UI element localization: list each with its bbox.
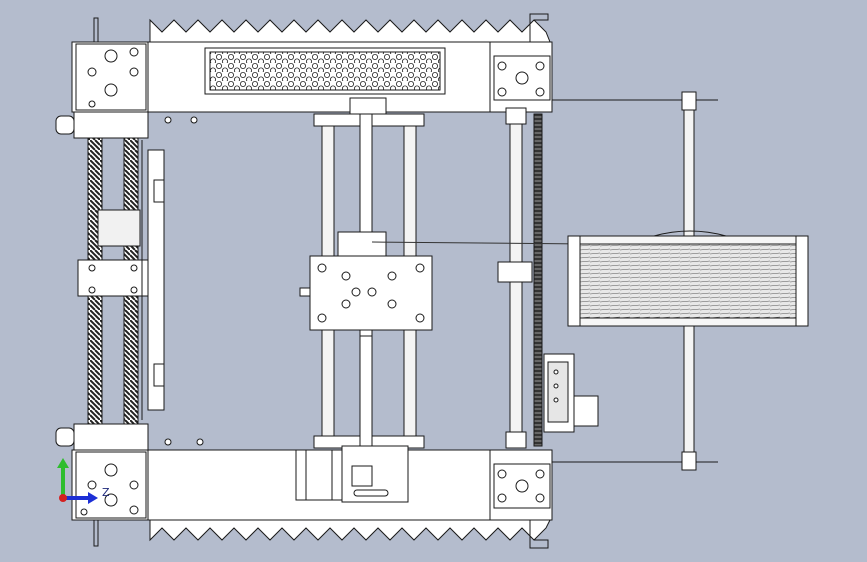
print-head-carriage (299, 231, 433, 337)
power-supply-unit (204, 47, 446, 95)
filament-spool (567, 230, 809, 327)
right-bottom-bracket (529, 520, 549, 549)
top-bellows (149, 18, 551, 43)
filament-path (371, 241, 589, 245)
bottom-right-corner-plate (493, 463, 551, 509)
control-board (543, 353, 599, 433)
right-top-bracket (529, 13, 549, 42)
beam-screws (164, 116, 204, 446)
stepper-motor (295, 445, 409, 503)
left-bottom-bracket (93, 520, 99, 547)
left-top-bracket (93, 17, 99, 42)
z-axis-leadscrew-assembly (55, 111, 165, 451)
triad-origin (59, 494, 67, 502)
bottom-left-corner-plate (75, 451, 147, 519)
z-axis-label: Z (102, 486, 110, 499)
bottom-bellows (149, 519, 551, 542)
coordinate-triad: Z (57, 458, 110, 504)
top-left-corner-plate (75, 43, 147, 111)
drive-belt (533, 113, 543, 447)
top-right-corner-plate (493, 55, 551, 101)
y-axis-guide-rod (497, 107, 533, 449)
